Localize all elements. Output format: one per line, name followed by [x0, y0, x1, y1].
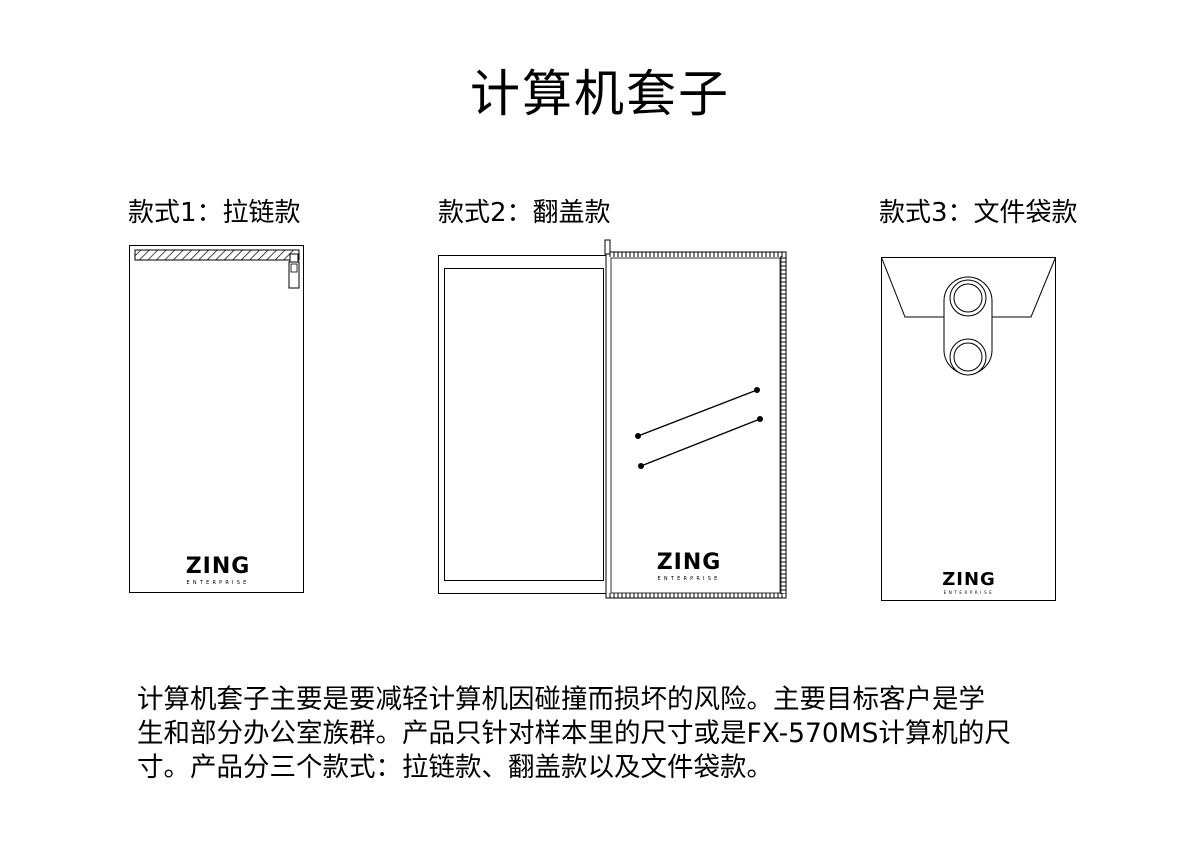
- style-3-label: 款式3：文件袋款: [879, 198, 1078, 228]
- svg-text:ZING: ZING: [942, 569, 996, 590]
- brand-logo: ZING ENTERPRISE: [942, 569, 996, 595]
- string-button-closure-icon: [943, 276, 993, 376]
- description-line: 生和部分办公室族群。产品只针对样本里的尺寸或是FX-570MS计算机的尺: [137, 718, 1011, 749]
- description-line: 计算机套子主要是要减轻计算机因碰撞而损坏的风险。主要目标客户是学: [137, 684, 985, 715]
- zipper-case-drawing: ZING ENTERPRISE: [129, 245, 304, 593]
- svg-text:ENTERPRISE: ENTERPRISE: [658, 576, 721, 582]
- svg-text:ENTERPRISE: ENTERPRISE: [944, 590, 995, 595]
- flip-cover-case-drawing: ZING ENTERPRISE: [438, 239, 787, 599]
- description: 计算机套子主要是要减轻计算机因碰撞而损坏的风险。主要目标客户是学 生和部分办公室…: [137, 683, 1072, 785]
- svg-text:ENTERPRISE: ENTERPRISE: [187, 580, 250, 586]
- svg-text:ZING: ZING: [186, 554, 251, 579]
- envelope-case-drawing: ZING ENTERPRISE: [881, 257, 1056, 601]
- brand-logo: ZING ENTERPRISE: [186, 554, 251, 586]
- brand-logo: ZING ENTERPRISE: [657, 550, 722, 582]
- style-2-label: 款式2：翻盖款: [438, 198, 611, 228]
- zipper-track: [134, 249, 300, 261]
- description-line: 寸。产品分三个款式：拉链款、翻盖款以及文件袋款。: [137, 752, 773, 783]
- svg-text:ZING: ZING: [657, 550, 722, 575]
- style-1-label: 款式1：拉链款: [128, 198, 301, 228]
- flap-tab: [604, 239, 611, 255]
- page-title: 计算机套子: [470, 65, 730, 123]
- elastic-strap-icon: [635, 387, 763, 469]
- zipper-pull-icon: [288, 253, 300, 289]
